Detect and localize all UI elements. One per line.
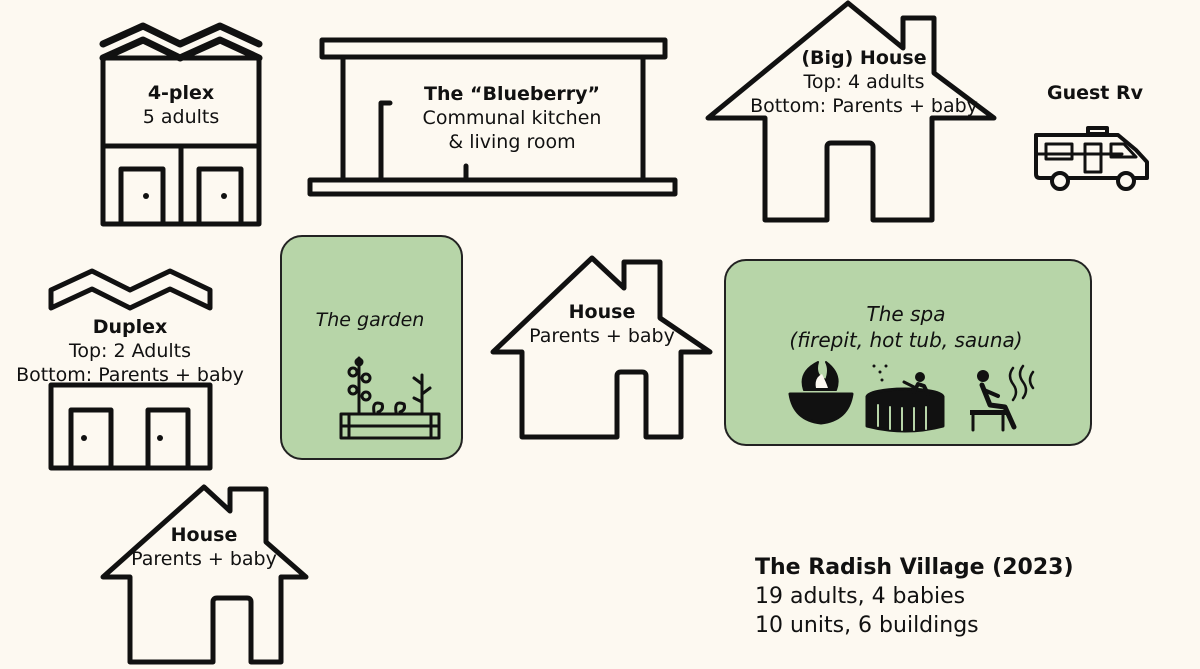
fourplex-title: 4-plex [147, 82, 215, 104]
guest-rv-label: Guest Rv [1040, 81, 1150, 105]
spa-line1: The spa [866, 302, 946, 326]
garden-text: The garden [315, 309, 425, 331]
big-house-icon [705, 0, 997, 223]
house-bottom-label: House Parents + baby [122, 523, 286, 571]
garden-label: The garden [290, 308, 450, 332]
duplex-line1: Top: 2 Adults [68, 340, 192, 362]
blueberry-title: The “Blueberry” [424, 83, 600, 105]
pavilion-icon [307, 37, 678, 197]
garden-bed-icon [339, 356, 441, 440]
blueberry-label: The “Blueberry” Communal kitchen & livin… [392, 82, 632, 154]
fourplex-icon [99, 22, 263, 227]
house-bottom-sub: Parents + baby [131, 548, 277, 570]
duplex-icon [48, 268, 213, 471]
big-house-label: (Big) House Top: 4 adults Bottom: Parent… [740, 46, 988, 118]
big-house-line2: Bottom: Parents + baby [750, 95, 978, 117]
duplex-title: Duplex [92, 316, 168, 338]
firepit-icon [788, 361, 854, 425]
house-center-icon [490, 255, 713, 440]
big-house-title: (Big) House [801, 47, 927, 69]
blueberry-line1: Communal kitchen [422, 107, 602, 129]
fourplex-sub: 5 adults [142, 106, 220, 128]
hot-tub-icon [865, 364, 945, 433]
duplex-line2: Bottom: Parents + baby [16, 364, 244, 386]
summary-line1: 19 adults, 4 babies [755, 584, 966, 609]
village-summary: The Radish Village (2023) 19 adults, 4 b… [755, 553, 1074, 640]
sauna-icon [970, 364, 1035, 432]
summary-line2: 10 units, 6 buildings [755, 613, 979, 638]
spa-line2: (firepit, hot tub, sauna) [789, 328, 1023, 352]
spa-label: The spa (firepit, hot tub, sauna) [760, 301, 1052, 353]
fourplex-label: 4-plex 5 adults [120, 81, 242, 129]
house-bottom-icon [100, 484, 309, 665]
blueberry-line2: & living room [448, 131, 576, 153]
house-center-sub: Parents + baby [529, 325, 675, 347]
house-center-title: House [568, 301, 636, 323]
house-center-label: House Parents + baby [520, 300, 684, 348]
rv-icon [1034, 126, 1149, 191]
guest-rv-title: Guest Rv [1046, 82, 1144, 104]
big-house-line1: Top: 4 adults [803, 71, 925, 93]
duplex-label: Duplex Top: 2 Adults Bottom: Parents + b… [2, 315, 258, 387]
summary-title: The Radish Village (2023) [755, 555, 1074, 580]
house-bottom-title: House [170, 524, 238, 546]
